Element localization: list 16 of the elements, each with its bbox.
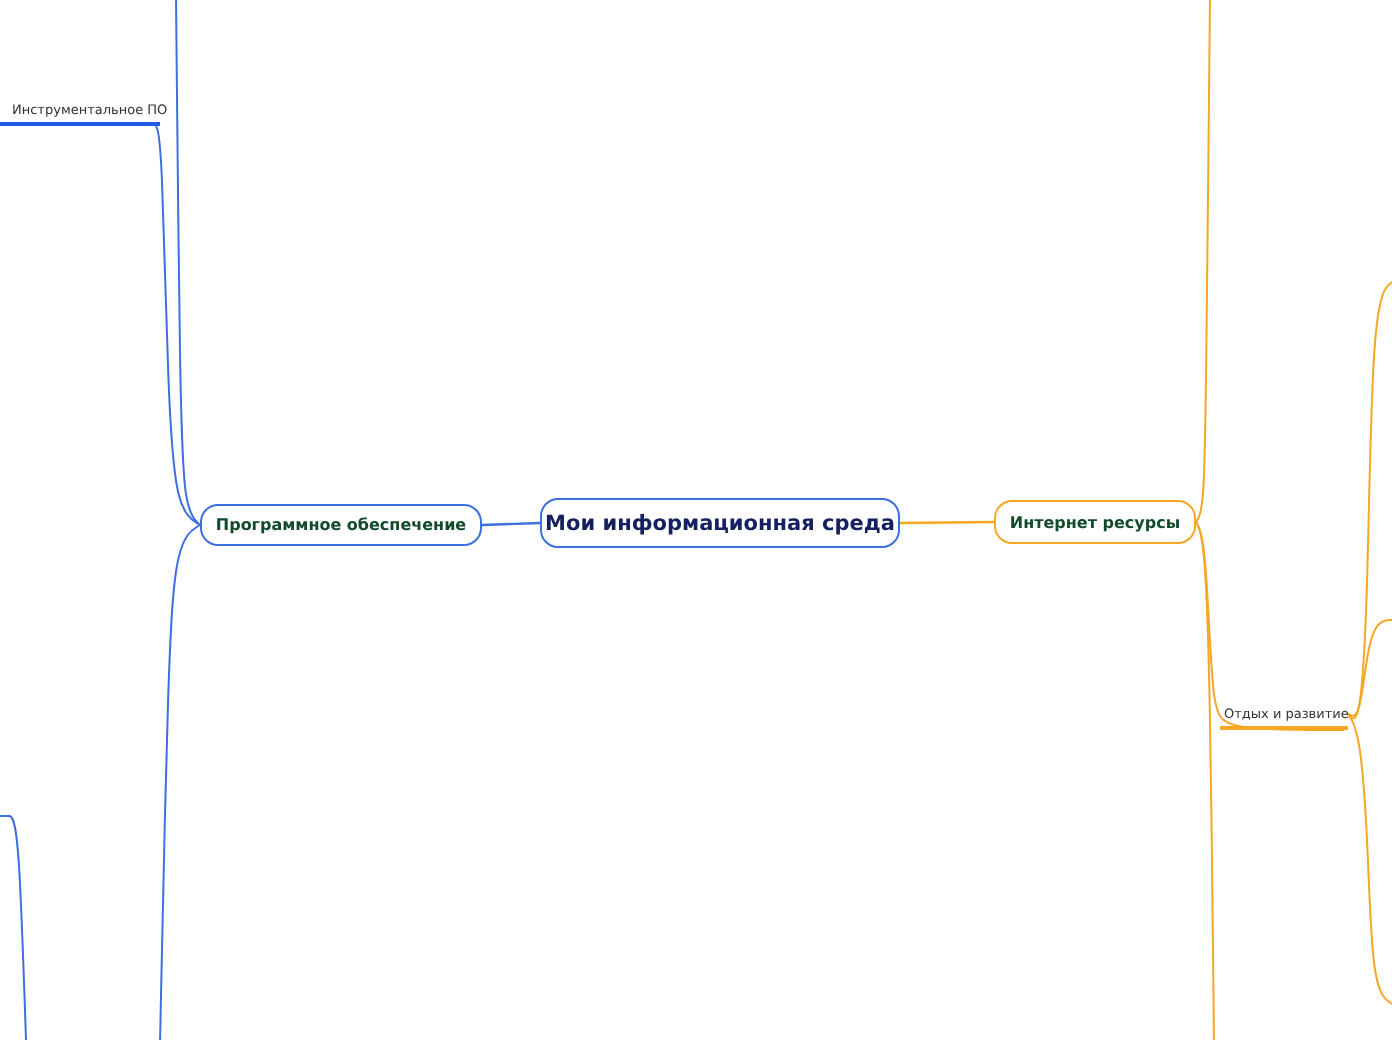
topic-box bbox=[200, 504, 482, 546]
connector-line bbox=[159, 524, 201, 1040]
connector-line bbox=[1347, 619, 1392, 717]
connector-line bbox=[155, 125, 201, 526]
connector-line bbox=[1347, 713, 1392, 1005]
connector-line bbox=[481, 521, 541, 527]
connector-line bbox=[900, 520, 994, 525]
connector-line bbox=[1195, 0, 1211, 523]
central-topic-box bbox=[540, 498, 900, 548]
topic-text: Интернет ресурсы bbox=[1009, 513, 1181, 531]
connector-line bbox=[1195, 521, 1345, 731]
topic-box bbox=[994, 500, 1196, 544]
connector-line bbox=[175, 0, 201, 526]
topic-text: Мои информационная среда bbox=[545, 511, 895, 535]
topic-text: Программное обеспечение bbox=[215, 516, 467, 534]
connector-line bbox=[1347, 281, 1392, 720]
